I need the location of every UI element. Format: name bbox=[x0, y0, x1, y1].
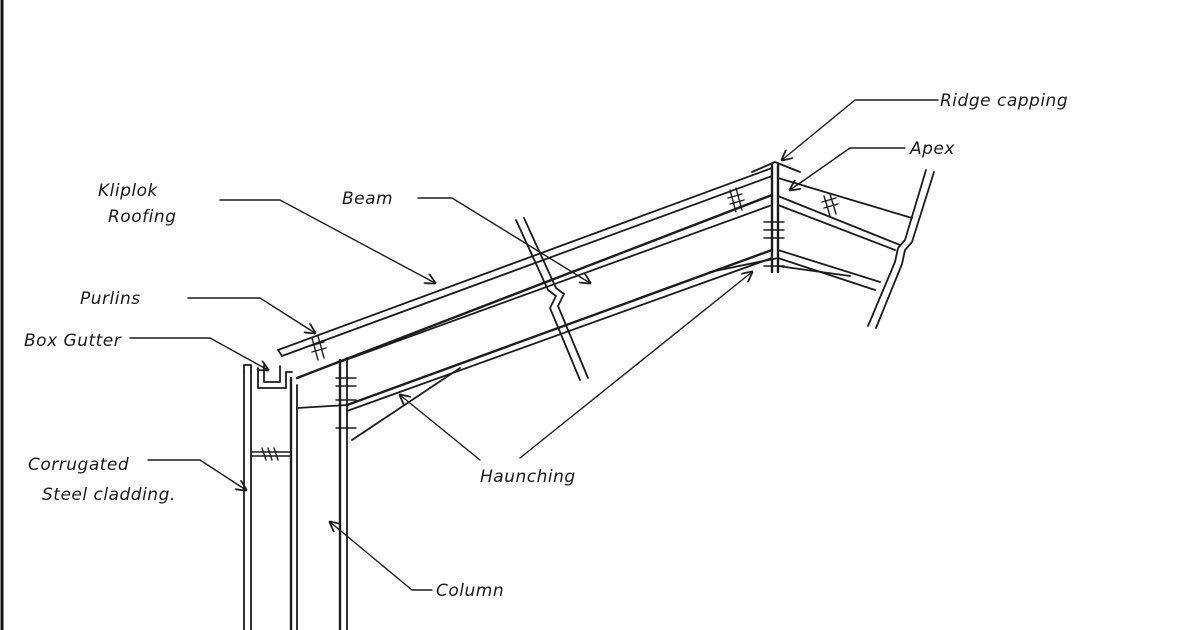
box-gutter bbox=[257, 364, 293, 389]
label-kliplok-line2: Roofing bbox=[108, 207, 176, 227]
label-haunching: Haunching bbox=[480, 467, 576, 487]
roof-sheeting bbox=[277, 167, 773, 357]
apex-connection bbox=[751, 161, 801, 274]
purlins bbox=[309, 187, 839, 361]
label-apex: Apex bbox=[909, 139, 955, 159]
label-ridge-capping: Ridge capping bbox=[940, 91, 1068, 111]
label-box-gutter: Box Gutter bbox=[24, 331, 122, 351]
leader-lines bbox=[129, 99, 939, 591]
label-corrugated-line2: Steel cladding. bbox=[42, 485, 176, 505]
break-line-right bbox=[867, 169, 935, 329]
label-corrugated-line1: Corrugated bbox=[28, 455, 129, 475]
cladding-fixing bbox=[250, 447, 292, 461]
break-line-left bbox=[515, 217, 589, 381]
label-purlins: Purlins bbox=[80, 289, 141, 309]
right-rafter bbox=[709, 177, 913, 291]
cladding-wall bbox=[243, 364, 252, 630]
rafter-beam bbox=[295, 193, 774, 441]
label-kliplok-line1: Kliplok bbox=[98, 181, 159, 201]
label-column: Column bbox=[436, 581, 504, 601]
column bbox=[289, 357, 348, 630]
label-beam: Beam bbox=[342, 189, 393, 209]
haunch-bolts bbox=[335, 377, 357, 429]
